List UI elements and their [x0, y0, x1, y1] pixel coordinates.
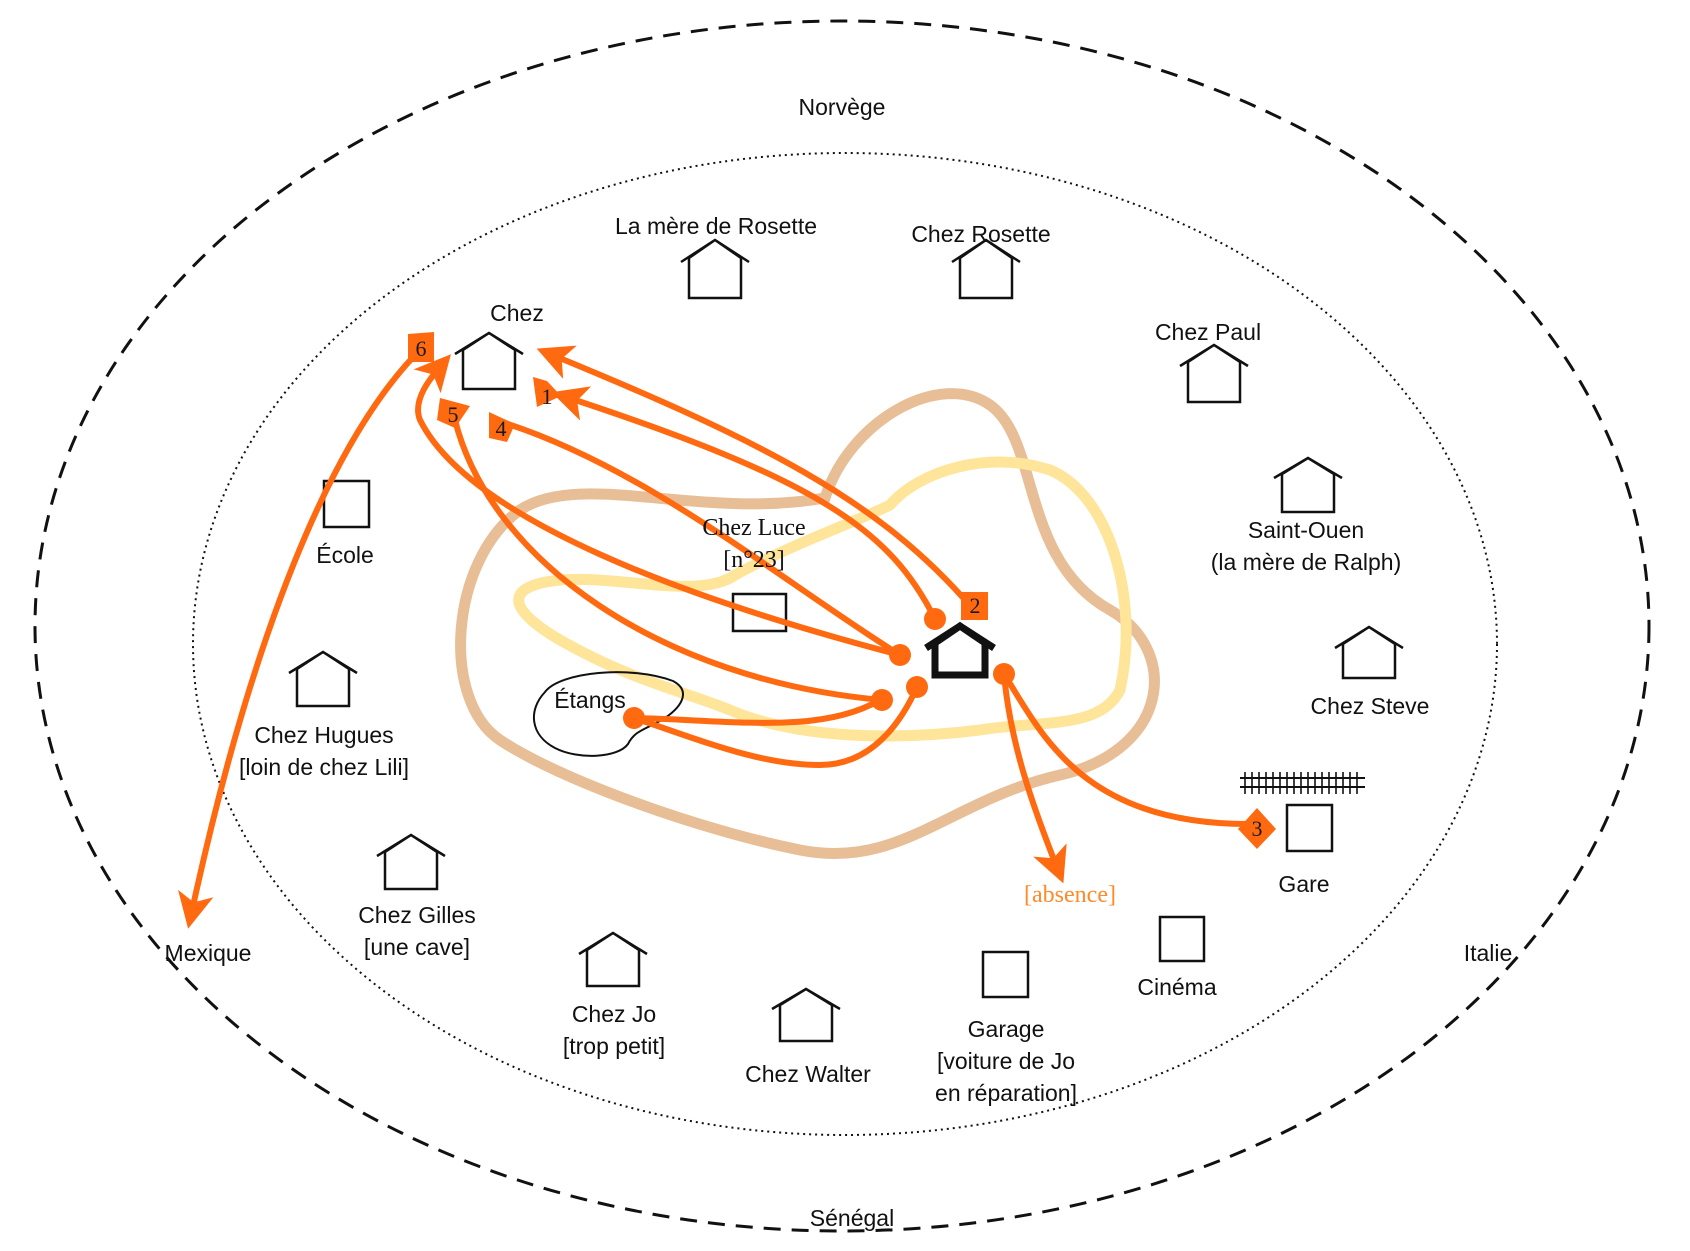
- route-10: [178, 347, 423, 929]
- route-2: [536, 345, 975, 611]
- marker-2-shape: [961, 592, 988, 620]
- label-ecole: École: [316, 542, 374, 568]
- route-endpoint: [993, 663, 1015, 685]
- route-7: [631, 697, 883, 726]
- label-chez-paul: Chez Paul: [1154, 319, 1262, 345]
- label-chez-rosette: Chez Rosette: [911, 221, 1051, 247]
- inner-boundary: [192, 152, 1498, 1136]
- label-chez-steve: Chez Steve: [1310, 693, 1430, 719]
- label-cinema: Cinéma: [1137, 974, 1217, 1000]
- building-icon: [1158, 915, 1206, 963]
- marker-5: 5: [447, 402, 459, 427]
- label-chez-walter: Chez Walter: [745, 1061, 871, 1087]
- outer-zone: [455, 388, 1160, 860]
- label-chez-gilles: Chez Gilles[une cave]: [358, 902, 476, 960]
- house-icon: [680, 238, 750, 300]
- marker-1-shape: [533, 377, 561, 407]
- label-chez-hugues: Chez Hugues[loin de chez Lili]: [238, 722, 410, 780]
- region-north: Norvège: [798, 94, 886, 120]
- route-8: [413, 354, 903, 658]
- route-endpoint: [623, 707, 645, 729]
- house-icon: [454, 331, 524, 391]
- railway-icon: [1240, 772, 1365, 794]
- region-east: Italie: [1463, 940, 1513, 966]
- marker-3-shape: [1238, 808, 1276, 849]
- region-south: Sénégal: [809, 1205, 895, 1231]
- home-icon: [924, 621, 996, 679]
- inner-zone: [513, 456, 1132, 742]
- house-icon: [1334, 625, 1404, 680]
- house-icon: [578, 931, 648, 988]
- ponds-outline: [532, 671, 684, 757]
- house-icon: [288, 650, 358, 708]
- label-chez: Chez: [490, 300, 544, 326]
- route-6: [631, 684, 920, 769]
- route-4: [502, 420, 903, 658]
- building-icon: [1285, 803, 1334, 853]
- label-gare: Gare: [1278, 871, 1330, 897]
- label-chez-jo: Chez Jo[trop petit]: [562, 1001, 666, 1059]
- building-icon: [981, 950, 1030, 999]
- house-icon: [771, 987, 841, 1043]
- marker-6-shape: [408, 332, 434, 362]
- route-9: [1001, 671, 1067, 884]
- building-icon: [322, 479, 371, 529]
- house-icon: [951, 238, 1021, 300]
- route-1: [551, 386, 938, 622]
- marker-6: 6: [415, 336, 427, 361]
- label-saint-ouen: Saint-Ouen(la mère de Ralph): [1210, 517, 1402, 575]
- route-5: [452, 417, 885, 703]
- label-mere-rosette: La mère de Rosette: [614, 213, 818, 239]
- region-west: Mexique: [164, 940, 252, 966]
- marker-5-shape: [437, 398, 470, 428]
- marker-1: 1: [541, 384, 553, 409]
- marker-3: 3: [1251, 816, 1263, 841]
- label-absence: [absence]: [1024, 882, 1116, 908]
- house-icon: [1179, 343, 1249, 404]
- route-endpoint: [889, 644, 911, 666]
- route-endpoint: [871, 689, 893, 711]
- house-icon: [1273, 456, 1343, 514]
- marker-4: 4: [495, 416, 507, 441]
- building-icon: [731, 592, 788, 633]
- house-icon: [376, 833, 446, 891]
- outer-boundary: [33, 19, 1651, 1233]
- marker-4-shape: [489, 412, 515, 442]
- route-endpoint: [906, 676, 928, 698]
- route-3: [1001, 671, 1253, 828]
- label-etangs: Étangs: [554, 687, 626, 713]
- marker-2: 2: [969, 593, 981, 618]
- route-endpoint: [924, 608, 946, 630]
- label-chez-luce: Chez Luce[n°23]: [702, 515, 806, 573]
